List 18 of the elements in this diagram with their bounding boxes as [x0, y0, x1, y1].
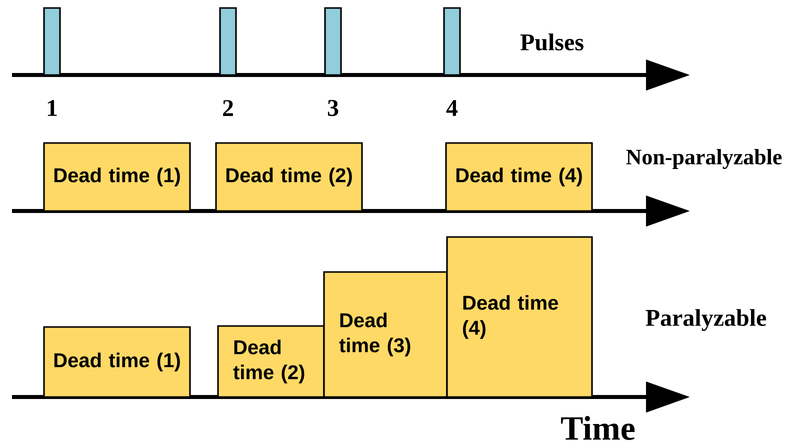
- pulse-number: 1: [48, 100, 57, 116]
- dead-time-box: Dead time (1): [43, 326, 191, 398]
- dead-time-box: Dead time (4): [445, 142, 593, 212]
- pulse-bar: [324, 7, 342, 76]
- dead-time-box: Dead time (2): [215, 142, 363, 212]
- axis-label: Pulses: [520, 34, 584, 50]
- dead-time-box: Dead time (1): [43, 142, 191, 212]
- dead-time-box: Dead time (4): [446, 236, 593, 398]
- pulse-bar: [43, 7, 61, 76]
- pulse-number: 3: [328, 100, 338, 116]
- pulse-bar: [219, 7, 237, 76]
- pulse-number: 2: [223, 100, 233, 116]
- pulse-bar: [443, 7, 461, 76]
- axis-label: Time: [561, 416, 635, 440]
- dead-time-box: Dead time (2): [217, 325, 325, 398]
- axis-label: Paralyzable: [646, 309, 766, 331]
- pulse-number: 4: [446, 100, 458, 116]
- axis-label: Non-paralyzable: [626, 149, 782, 170]
